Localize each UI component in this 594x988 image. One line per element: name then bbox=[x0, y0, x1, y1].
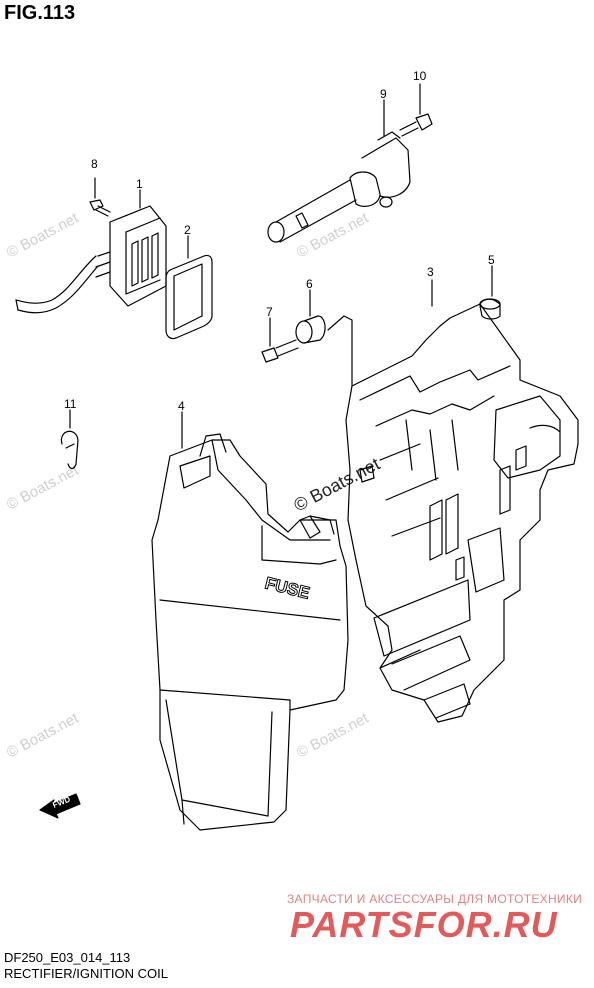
part-10-bolt bbox=[399, 83, 433, 137]
callout-2: 2 bbox=[184, 223, 191, 237]
part-8-bolt bbox=[89, 177, 111, 217]
callout-7: 7 bbox=[266, 305, 273, 319]
vendor-tagline: ЗАПЧАСТИ И АКСЕССУАРЫ ДЛЯ МОТОТЕХНИКИ bbox=[287, 892, 583, 906]
watermark-text: © Boats.net bbox=[4, 461, 82, 513]
callout-11: 11 bbox=[64, 397, 77, 411]
callout-4: 4 bbox=[178, 399, 185, 413]
callout-10: 10 bbox=[413, 69, 427, 83]
fuse-label: FUSE bbox=[263, 573, 312, 602]
vendor-brand: PARTSFOR.RU bbox=[290, 904, 558, 945]
callout-5: 5 bbox=[488, 253, 495, 267]
watermark-text: © Boats.net bbox=[4, 709, 82, 761]
part-2-gasket bbox=[165, 235, 213, 340]
callout-1: 1 bbox=[136, 177, 143, 191]
part-3-bracket bbox=[345, 303, 579, 723]
fwd-arrow bbox=[39, 793, 81, 819]
part-11-clip bbox=[60, 409, 79, 470]
callout-9: 9 bbox=[380, 87, 387, 101]
watermark-text: © Boats.net bbox=[294, 709, 372, 761]
part-1-rectifier bbox=[15, 189, 167, 314]
part-5-grommet bbox=[479, 265, 501, 320]
watermark-text: © Boats.net bbox=[290, 454, 383, 516]
figure-title: FIG.113 bbox=[4, 2, 76, 24]
figure-caption: RECTIFIER/IGNITION COIL bbox=[4, 966, 168, 981]
watermark-text: © Boats.net bbox=[4, 209, 82, 261]
watermark-text: © Boats.net bbox=[294, 209, 372, 261]
callout-3: 3 bbox=[427, 265, 434, 279]
part-6-collar bbox=[295, 289, 326, 344]
figure-code: DF250_E03_014_113 bbox=[4, 950, 131, 965]
watermark-group: © Boats.net © Boats.net © Boats.net © Bo… bbox=[4, 209, 383, 761]
callout-6: 6 bbox=[306, 277, 313, 291]
part-9-ignition-coil bbox=[267, 99, 411, 243]
callout-8: 8 bbox=[91, 157, 98, 171]
part-7-bolt bbox=[261, 317, 299, 363]
part-4-cover bbox=[151, 433, 349, 831]
